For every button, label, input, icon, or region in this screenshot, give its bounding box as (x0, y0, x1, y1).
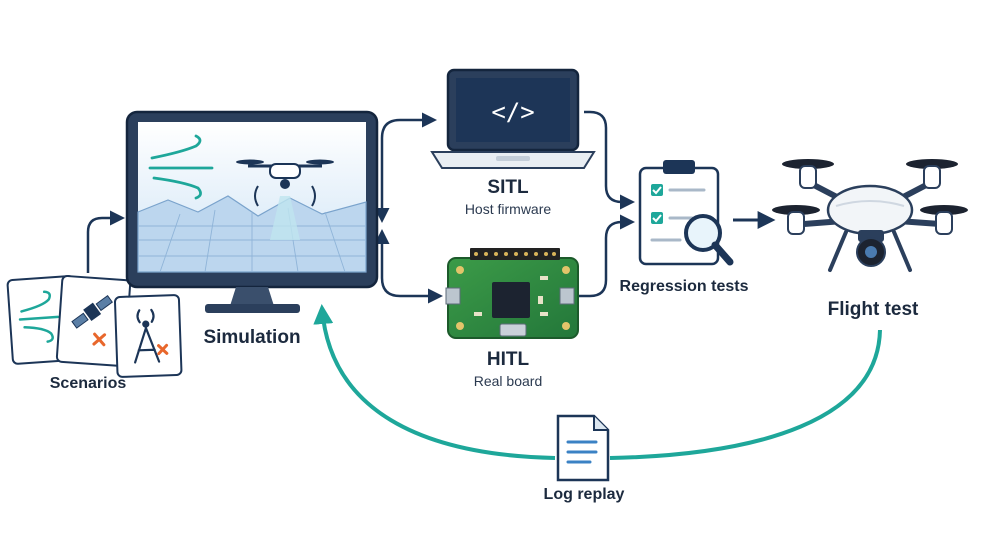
sitl-label: SITL (487, 177, 529, 198)
log-document (556, 414, 610, 482)
magnifier-icon (684, 214, 734, 266)
connector-simulation-hitl (374, 229, 443, 304)
connector-log-replay-loop (313, 304, 882, 460)
simulation-label: Simulation (203, 327, 301, 348)
satellite-fail-icon (71, 294, 113, 347)
flight-drone (772, 159, 968, 272)
scenario-card-gps (55, 275, 132, 367)
connector-hitl-to-regression (578, 214, 635, 298)
sitl-sublabel: Host firmware (464, 201, 552, 217)
chip-icon (492, 282, 530, 318)
code-icon: </> (491, 98, 534, 126)
connector-simulation-sitl (374, 112, 437, 223)
wind-icon (18, 290, 60, 343)
connector-scenarios-to-simulation (86, 210, 125, 273)
flight-label: Flight test (827, 299, 919, 320)
scenarios-label: Scenarios (49, 375, 127, 392)
sitl-laptop: </> (430, 68, 596, 169)
log-replay-label: Log replay (543, 486, 625, 503)
hitl-label: HITL (486, 349, 530, 370)
scenario-cards (6, 275, 183, 378)
hitl-board (445, 248, 579, 339)
regression-label: Regression tests (619, 278, 749, 295)
scenario-card-link (114, 294, 183, 378)
monitor-drone-icon (236, 159, 334, 240)
monitor-wind-icon (148, 134, 214, 200)
connector-sitl-to-regression (584, 110, 635, 210)
simulation-monitor (125, 110, 379, 313)
regression-clipboard (638, 160, 734, 266)
hitl-sublabel: Real board (473, 373, 543, 389)
tower-fail-icon (134, 308, 169, 364)
